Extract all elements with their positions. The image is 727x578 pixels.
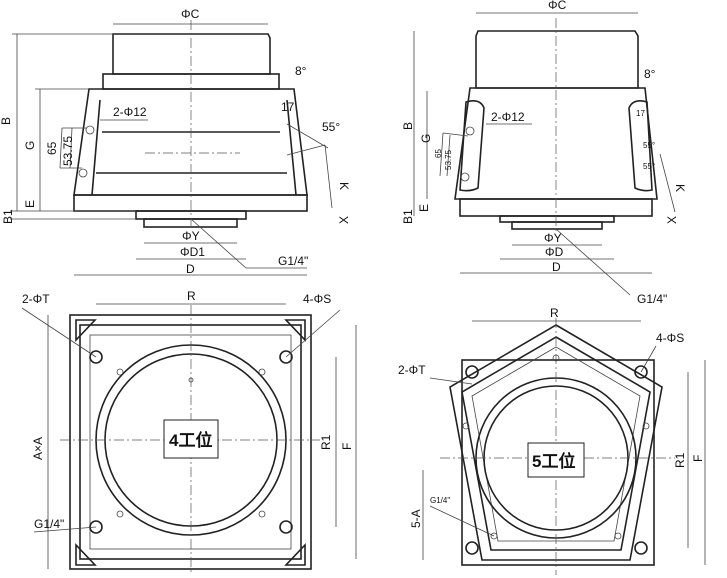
dim-53-75-5: 53.75 [444,149,453,170]
dim-17: 17 [281,100,295,114]
label-2-phit: 2-ΦT [22,292,50,306]
five-station-plan: 5工位 R 4-ΦS 2-ΦT R1 F 5-A G1/4" [398,306,706,575]
label-4-phis: 4-ΦS [303,292,331,306]
label-2-phi12: 2-Φ12 [113,105,147,119]
dim-axa: A×A [31,437,45,460]
dim-f: F [340,443,354,450]
dim-8deg-5: 8° [644,67,656,81]
label-g1-4: G1/4" [278,254,308,268]
dim-g-5: G [419,134,433,143]
dim-55deg-b: 55° [643,162,655,171]
four-station-plan: 4工位 R 2-ΦT 4-ΦS A×A R1 F G1/4" [21,289,357,575]
dim-r1: R1 [319,434,333,450]
label-2-phit-5: 2-ΦT [398,363,426,377]
dim-65-5: 65 [434,149,443,158]
dim-e-5: E [417,204,431,212]
dim-5-a: 5-A [409,509,423,528]
dim-x-5: X [665,216,679,224]
label-g1-4-plan: G1/4" [34,517,64,531]
dim-phi-y-5: ΦY [544,231,562,245]
dim-phi-y: ΦY [182,229,200,243]
center-label-4-station: 4工位 [169,430,212,450]
dim-phi-d-5: ΦD [545,245,564,259]
dim-b: B [0,117,13,125]
dim-f-5: F [691,455,705,462]
dim-r: R [187,289,196,303]
dim-k-5: K [673,184,687,192]
label-g1-4-plan-5: G1/4" [430,496,450,505]
dim-d: D [186,262,195,276]
label-g1-4-5: G1/4" [637,292,667,306]
dim-53-75: 53.75 [61,136,75,166]
dim-x: X [337,216,351,224]
five-station-elevation: ΦC B G E B1 65 53.75 2-Φ12 8° 17 55° 55°… [401,0,687,306]
four-station-elevation: ΦC B G E B1 65 53.75 2-Φ12 8° 17 55° K X… [0,7,351,276]
dim-e: E [23,200,37,208]
dim-55deg: 55° [322,120,340,134]
dim-phi-d1: ΦD1 [180,245,205,259]
label-4-phis-5: 4-ΦS [656,331,684,345]
dim-k: K [337,182,351,190]
dim-g: G [23,141,37,150]
dim-phi-c: ΦC [181,7,200,21]
dim-65: 65 [45,141,59,155]
dim-r-5: R [550,306,559,320]
dim-55deg-a: 55° [643,141,655,150]
dim-b-5: B [401,122,415,130]
dim-b1-5: B1 [401,209,415,224]
center-label-5-station: 5工位 [532,451,575,471]
dim-17-5: 17 [636,109,645,118]
label-2-phi12-5: 2-Φ12 [491,110,525,124]
dim-d-5: D [552,260,561,274]
dim-phi-c-5: ΦC [548,0,567,12]
dim-b1: B1 [1,209,15,224]
dim-8deg: 8° [295,64,307,78]
dim-r1-5: R1 [673,452,687,468]
